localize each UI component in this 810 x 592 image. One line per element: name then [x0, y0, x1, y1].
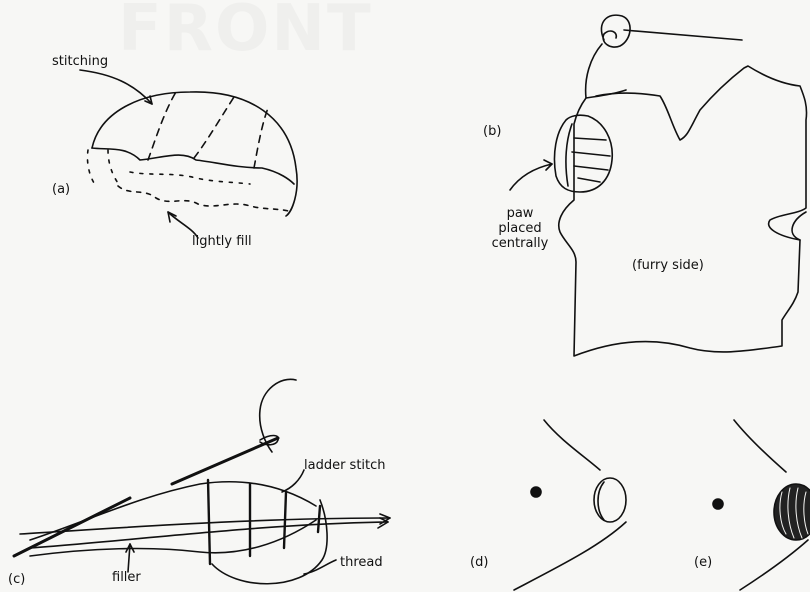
- face-curve: [514, 522, 626, 590]
- stitch-line: [254, 108, 268, 168]
- body-outline: [559, 44, 807, 356]
- fill-wavy-edge: [118, 186, 292, 212]
- callout-paw-line-2: placed: [490, 221, 550, 236]
- fill-edge: [87, 150, 96, 186]
- callout-paw: paw placed centrally: [490, 206, 550, 251]
- panel-label-d: (d): [470, 555, 488, 570]
- panel-b-drawing: [510, 15, 807, 356]
- stitch-line: [194, 94, 236, 158]
- panel-a-drawing: [80, 70, 297, 238]
- eye: [713, 499, 723, 509]
- callout-paw-line-1: paw: [490, 206, 550, 221]
- panel-label-e: (e): [694, 555, 712, 570]
- callout-stitching: stitching: [52, 54, 108, 69]
- head-outline: [544, 420, 600, 470]
- ladder-rung: [284, 492, 286, 548]
- thread-loop-bottom: [212, 500, 327, 584]
- callout-furry-side: (furry side): [632, 258, 704, 273]
- callout-lightly-fill: lightly fill: [192, 234, 252, 249]
- fill-edge: [108, 150, 120, 186]
- ear-curl: [601, 15, 630, 47]
- ladder-rung: [208, 480, 210, 564]
- paw-arrow: [510, 164, 552, 190]
- face-curve: [740, 540, 808, 590]
- paw-stitch: [574, 138, 606, 140]
- panel-d-drawing: [514, 420, 626, 590]
- needle-upper: [172, 438, 278, 484]
- callout-thread: thread: [340, 555, 383, 570]
- paw-stitch: [578, 178, 600, 182]
- panel-label-b: (b): [483, 124, 501, 139]
- fill-inner-dash: [130, 172, 250, 184]
- needle: [624, 30, 742, 40]
- paw-edge: [92, 148, 294, 184]
- panel-label-a: (a): [52, 182, 70, 197]
- panel-label-c: (c): [8, 572, 25, 587]
- paw-stitch: [572, 152, 610, 156]
- panel-c-drawing: [14, 379, 390, 583]
- paw-stitch: [574, 166, 608, 170]
- eye: [531, 487, 541, 497]
- nose-inner: [598, 482, 604, 520]
- paw-piece-inner: [566, 124, 572, 186]
- head-outline: [734, 420, 786, 472]
- ladder-arrow: [282, 470, 304, 492]
- right-notch: [792, 212, 806, 240]
- ladder-rung: [318, 506, 320, 532]
- panel-e-drawing: [713, 420, 810, 590]
- callout-filler: filler: [112, 570, 141, 585]
- callout-ladder-stitch: ladder stitch: [304, 458, 386, 473]
- callout-paw-line-3: centrally: [490, 236, 550, 251]
